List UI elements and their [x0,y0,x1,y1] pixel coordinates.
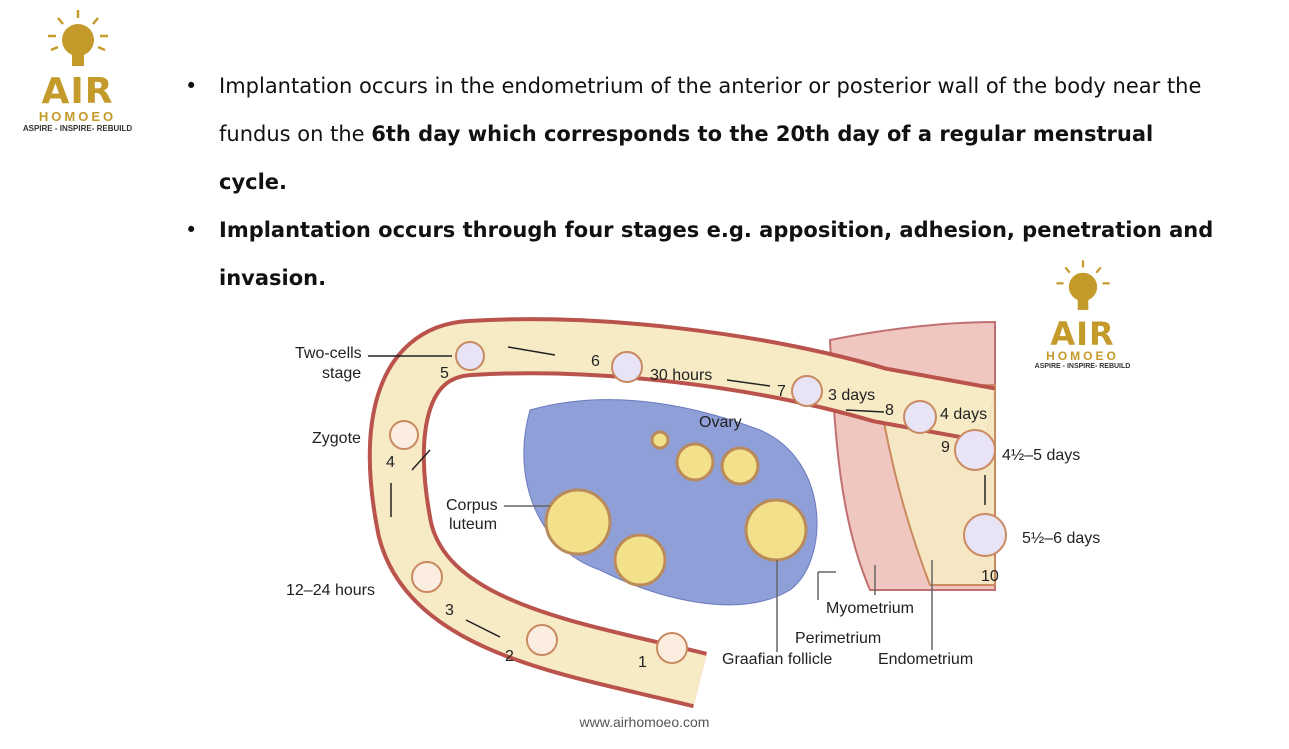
bullet-bold-text: 6th day which corresponds to the 20th da… [219,122,1154,194]
logo-sub: HOMOEO [1046,349,1119,363]
bullet-list: • Implantation occurs in the endometrium … [185,62,1215,302]
label-4-5-days: 4½–5 days [1002,447,1081,464]
label-luteum: luteum [449,516,498,533]
stage-number: 8 [885,402,894,419]
stage-number: 3 [445,602,454,619]
logo-name: AIR [41,71,114,112]
logo-tagline: ASPIRE - INSPIRE- REBUILD [1034,363,1131,370]
stage-number: 5 [440,365,449,382]
label-30-hours: 30 hours [650,367,713,384]
logo-name: AIR [1050,315,1115,353]
stage-number: 2 [505,648,514,665]
label-graafian-follicle: Graafian follicle [722,651,833,668]
label-stage: stage [322,365,362,382]
embryo-cells [389,341,1007,664]
stage-number: 7 [777,383,786,400]
stage-number: 9 [941,439,950,456]
follicles [544,430,808,587]
label-perimetrium: Perimetrium [795,630,882,647]
bullet-item: • Implantation occurs in the endometrium … [185,62,1215,206]
stage-number: 6 [591,353,600,370]
logo-watermark: AIR HOMOEO ASPIRE - INSPIRE- REBUILD [1030,258,1135,370]
label-3-days: 3 days [828,387,876,404]
bullet-text: Implantation occurs in the endometrium o… [219,74,1202,146]
logo-sub: HOMOEO [38,109,117,124]
footer-url: www.airhomoeo.com [579,714,710,730]
label-4-days: 4 days [940,406,988,423]
stage-number: 10 [981,568,999,585]
label-endometrium: Endometrium [878,651,974,668]
label-two-cells: Two-cells [295,345,362,362]
stage-number: 1 [638,654,647,671]
label-ovary: Ovary [699,414,742,431]
bullet-bold-text: Implantation occurs through four stages … [219,218,1214,290]
logo-tagline: ASPIRE - INSPIRE- REBUILD [22,124,133,133]
bullet-dot: • [185,218,198,242]
lightbulb-icon [47,10,108,66]
logo-top-left: AIR HOMOEO ASPIRE - INSPIRE- REBUILD [20,8,135,133]
label-myometrium: Myometrium [826,600,915,617]
stage-number: 4 [386,454,395,471]
bullet-dot: • [185,74,198,98]
label-5-6-days: 5½–6 days [1022,530,1101,547]
label-12-24-hours: 12–24 hours [286,582,375,599]
label-zygote: Zygote [312,430,361,447]
fallopian-tube [371,321,995,705]
lightbulb-icon [1055,260,1110,310]
label-corpus: Corpus [446,497,498,514]
bullet-item: • Implantation occurs through four stages… [185,206,1215,302]
